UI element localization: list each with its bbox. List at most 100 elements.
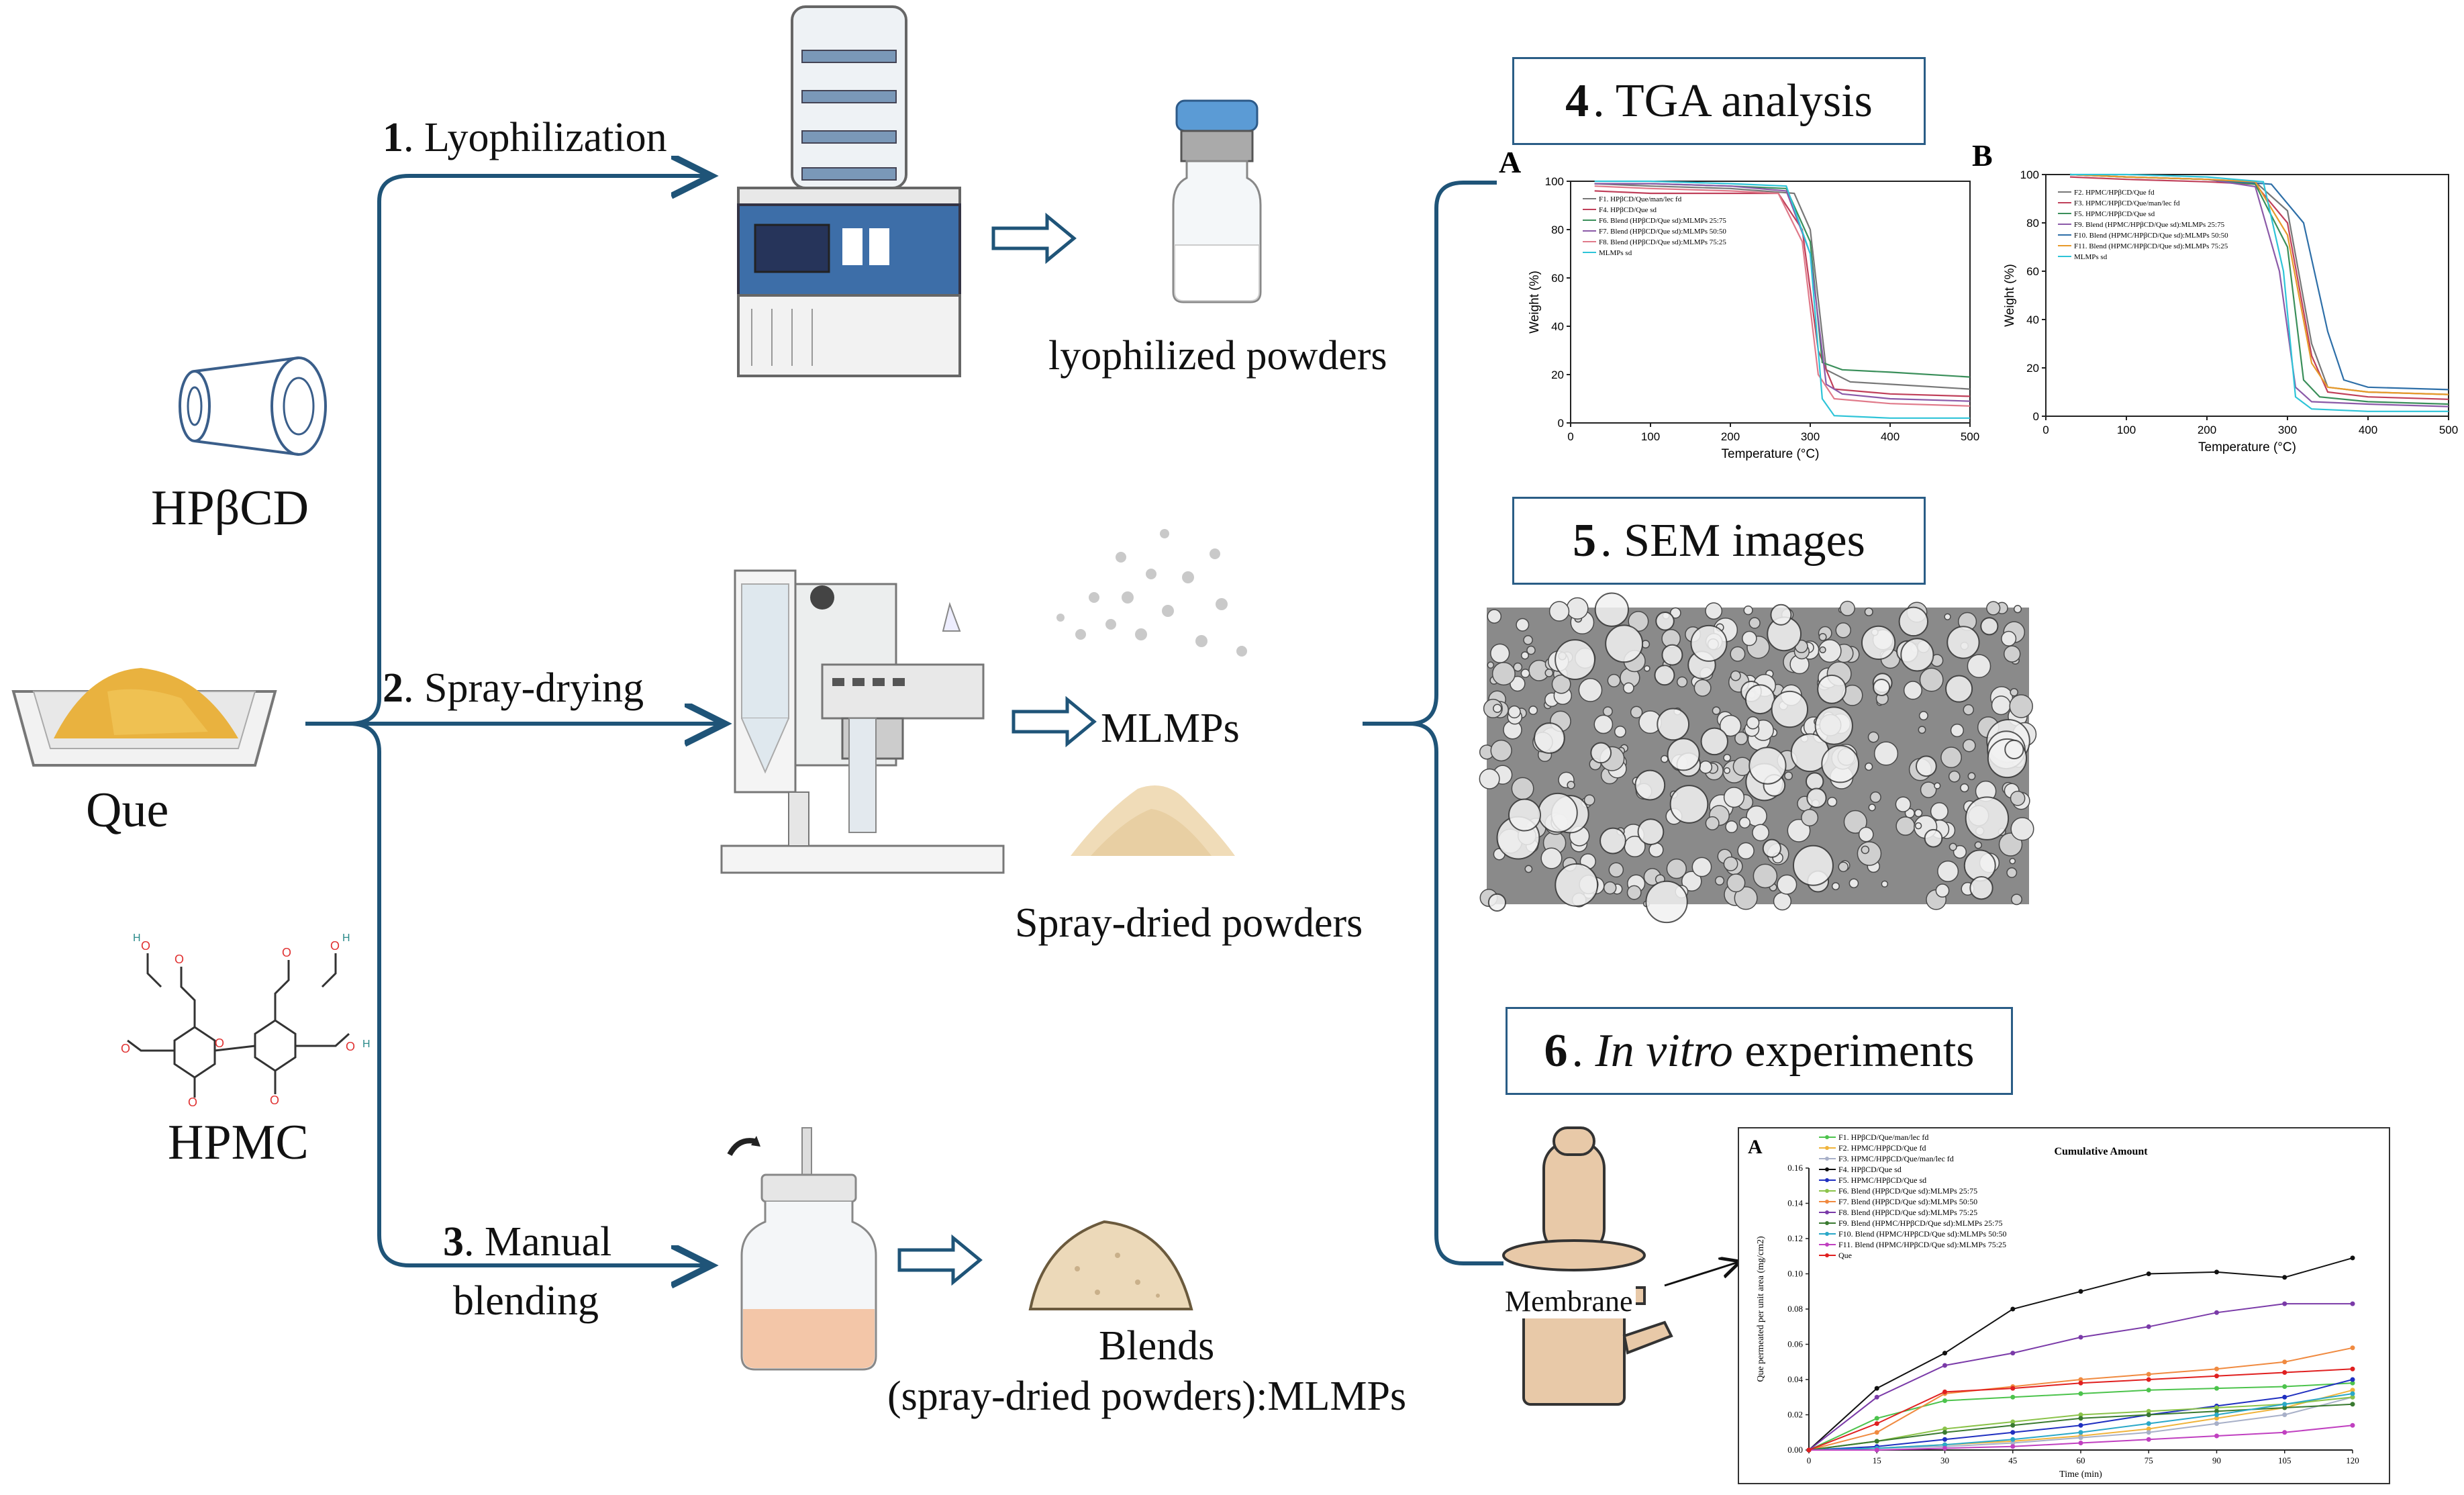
legend-entry: F3. HPMC/HPβCD/Que/man/lec fd [2074,199,2180,207]
sem-particle [1934,782,1941,789]
sem-particle [1895,796,1912,812]
legend-entry: F7. Blend (HPβCD/Que sd):MLMPs 50:50 [1599,228,1726,236]
data-point [2078,1435,2083,1441]
data-point [2010,1306,2016,1312]
sem-particle [1805,772,1824,791]
series-line [1594,183,1971,390]
legend-entry: F1. HPβCD/Que/man/lec fd [1599,195,1682,203]
data-point [2214,1412,2219,1417]
x-tick-label: 30 [1940,1455,1949,1465]
sem-particle [2011,894,2022,906]
x-tick-label: 400 [1881,430,1900,443]
data-point [2010,1444,2016,1449]
data-point [2078,1391,2083,1396]
x-tick-label: 120 [2346,1455,2359,1465]
data-point [2214,1386,2219,1391]
legend-marker [1825,1178,1829,1182]
data-point [1874,1416,1879,1421]
blends-label-line1: Blends [1099,1323,1215,1369]
sem-particle [1657,708,1690,741]
x-tick-label: 200 [2198,424,2216,436]
x-tick-label: 0 [1807,1455,1812,1465]
y-tick-label: 100 [1545,175,1564,188]
series-line [2069,173,2449,407]
sem-particle [1490,643,1510,663]
step3-label-line2: blending [453,1278,599,1324]
sem-particle [1777,874,1797,895]
sem-particle [1540,847,1563,869]
sem-particle [1661,644,1683,666]
data-point [2350,1255,2355,1261]
blend-powder-icon [1028,1220,1193,1310]
sem-particle [1699,760,1713,774]
sem-particle [1814,706,1853,745]
plot-frame [2045,174,2449,417]
data-point [2078,1289,2083,1294]
svg-text:O: O [270,1094,279,1107]
svg-text:O: O [121,1042,130,1055]
sem-particle [1533,722,1565,754]
data-point [2350,1377,2355,1382]
sem-particle [1753,863,1778,889]
data-point [2350,1345,2355,1351]
sem-particle [1734,886,1758,910]
chart-title: Cumulative Amount [2054,1146,2148,1157]
sem-particle [1918,726,1926,734]
data-point [2282,1412,2287,1417]
data-point [2214,1310,2219,1315]
sem-particle [1555,639,1595,680]
svg-text:H: H [133,932,141,944]
sem-particle [1965,796,2010,840]
x-tick-label: 200 [1721,430,1740,443]
x-tick-label: 105 [2278,1455,2291,1465]
sem-particle [1524,865,1533,873]
sem-particle [1918,711,1928,721]
sem-particle [1915,755,1937,777]
sem-particle [1914,808,1923,818]
sem-particle [1953,845,1967,859]
x-tick-label: 90 [2212,1455,2221,1465]
sem-particle [1865,762,1873,771]
data-point [2146,1412,2151,1417]
sem-particle [1590,742,1612,764]
data-point [2010,1430,2016,1435]
data-point [2146,1271,2151,1276]
sem-particle [1949,842,1957,851]
sem-particle [1693,679,1712,697]
sem-particle [1835,622,1851,638]
sem-particle [1881,880,1889,888]
data-point [2282,1301,2287,1306]
legend-entry: F7. Blend (HPβCD/Que sd):MLMPs 50:50 [1838,1197,1977,1206]
legend-entry: F4. HPβCD/Que sd [1838,1165,1902,1174]
y-axis-label: Que permeated per unit area (mg/cm2) [1756,1236,1766,1382]
data-point [2146,1427,2151,1431]
sem-particle [1528,706,1538,715]
y-tick-label: 0 [2033,410,2039,423]
y-tick-label: 0.14 [1787,1198,1803,1208]
data-point [2214,1433,2219,1439]
sem-particle [1940,746,1962,769]
legend-entry: F6. Blend (HPβCD/Que sd):MLMPs 25:75 [1599,217,1726,225]
sem-particle [1742,630,1757,646]
svg-text:H: H [362,1039,371,1050]
data-point [1942,1442,1947,1447]
sem-particle [2009,857,2016,865]
sem-particle [2004,739,2024,760]
data-point [2078,1335,2083,1340]
x-tick-label: 45 [2008,1455,2017,1465]
y-tick-label: 0.16 [1787,1163,1803,1173]
sem-particle [1516,618,1530,632]
sem-particle [1974,841,1983,849]
y-tick-label: 80 [2026,217,2039,230]
sem-particle [1748,617,1761,629]
y-tick-label: 0.10 [1787,1269,1803,1279]
sem-particle [1838,861,1849,873]
panel-letter: A [1499,145,1521,179]
sem-particle [1566,597,1589,620]
sem-particle [2001,630,2017,646]
y-tick-label: 0.12 [1787,1233,1803,1243]
y-tick-label: 0.02 [1787,1410,1803,1420]
sem-images-box: 5. SEM images [1512,497,1926,585]
